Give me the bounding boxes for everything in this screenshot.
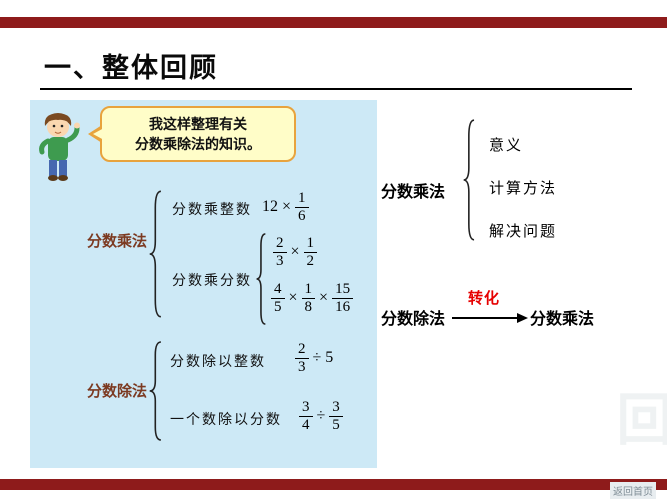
fraction-numerator: 1 [303,235,318,253]
fraction-numerator: 3 [329,399,343,417]
expression-mult-integer: 12 × 1 6 [262,190,309,224]
fraction-numerator: 1 [301,281,316,299]
fraction-numerator: 2 [295,341,309,359]
expression-fraction-times-fraction-2: 4 5 × 1 8 × 15 16 [271,281,354,315]
divide-operator: ÷ [312,349,322,366]
right-arrow [452,313,528,323]
top-bar-decoration [0,17,667,28]
divide-operator: ÷ [316,407,326,424]
fraction: 1 2 [303,235,318,269]
operand: 12 [262,198,278,215]
topic-calculation-method: 计算方法 [489,180,558,197]
brace-multiplication [149,190,163,318]
brace-mult-topics [463,119,476,241]
left-multiplication-label: 分数乘法 [87,234,148,250]
number-div-by-fraction-label: 一个数除以分数 [170,413,282,428]
div-by-integer-label: 分数除以整数 [170,355,266,370]
operand: 5 [325,349,334,366]
expression-div-fraction: 3 4 ÷ 3 5 [299,399,343,433]
right-multiplication-label: 分数乘法 [381,184,446,201]
fraction-denominator: 8 [304,298,313,315]
return-home-link[interactable]: 返回首页 [610,482,656,499]
fraction-denominator: 5 [274,298,282,315]
fraction-numerator: 4 [271,281,285,299]
fraction-denominator: 4 [302,416,310,433]
expression-div-integer: 2 3 ÷ 5 [295,341,333,375]
fraction-numerator: 15 [332,281,354,299]
brace-division [149,341,163,441]
fraction-numerator: 3 [299,399,313,417]
fraction-numerator: 2 [273,235,287,253]
mult-by-fraction-label: 分数乘分数 [172,274,252,289]
fraction: 3 5 [329,399,343,433]
fraction: 2 3 [273,235,287,269]
fraction-denominator: 16 [335,298,351,315]
multiply-operator: × [282,198,292,215]
fraction-numerator: 1 [295,190,309,208]
topic-problem-solving: 解决问题 [489,223,558,240]
transform-annotation: 转化 [468,290,501,307]
fraction-denominator: 3 [298,358,306,375]
boy-character-illustration [33,110,83,182]
speech-bubble: 我这样整理有关 分数乘除法的知识。 [88,106,296,162]
fraction-denominator: 5 [332,416,340,433]
fraction: 2 3 [295,341,309,375]
mult-by-integer-label: 分数乘整数 [172,203,252,218]
fraction: 1 8 [301,281,316,315]
fraction-denominator: 3 [276,252,284,269]
fraction: 3 4 [299,399,313,433]
fraction-denominator: 2 [306,252,315,269]
expression-fraction-times-fraction-1: 2 3 × 1 2 [273,235,318,269]
right-result-label: 分数乘法 [530,311,595,328]
right-division-label: 分数除法 [381,311,446,328]
left-division-label: 分数除法 [87,384,148,400]
multiply-operator: × [290,243,300,260]
multiply-operator: × [288,289,298,306]
fraction-denominator: 6 [298,207,306,224]
fraction: 4 5 [271,281,285,315]
topic-meaning: 意义 [489,137,524,154]
bottom-bar-decoration [0,479,667,490]
fraction: 15 16 [332,281,354,315]
page-title: 一、整体回顾 [44,53,218,83]
multiply-operator: × [319,289,329,306]
speech-bubble-line-2: 分数乘除法的知识。 [135,136,261,152]
speech-bubble-line-1: 我这样整理有关 [149,115,247,132]
title-underline [40,88,632,90]
fraction: 1 6 [295,190,309,224]
brace-mult-fraction-examples [256,233,267,325]
